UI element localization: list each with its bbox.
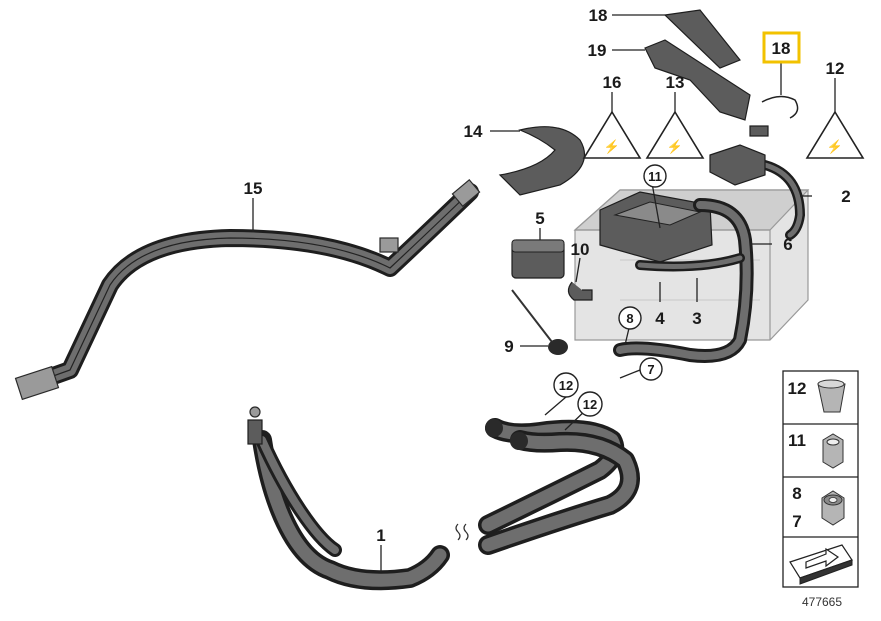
circled-callouts: 11 8 7 12 12 xyxy=(553,164,667,417)
warning-triangle-14: ⚡ xyxy=(645,110,705,159)
legend-label-11: 11 xyxy=(788,431,806,450)
callout-8: 8 xyxy=(626,311,633,326)
callout-7: 7 xyxy=(647,362,654,377)
callout-10: 10 xyxy=(571,240,590,259)
callout-3: 3 xyxy=(692,309,701,328)
highlighted-callout-18: 18 xyxy=(762,31,801,64)
clip-10 xyxy=(567,281,593,301)
leader-lines xyxy=(252,14,836,572)
callout-13: 12 xyxy=(826,59,845,78)
cable-duct-16 xyxy=(14,178,481,401)
main-cable-1 xyxy=(247,406,640,591)
callout-12b: 12 xyxy=(583,397,597,412)
callout-4: 4 xyxy=(655,309,665,328)
legend-label-8: 8 xyxy=(792,484,801,503)
diagram-reference-number: 477665 xyxy=(802,595,842,609)
clip-icon xyxy=(817,379,846,413)
arrow-sign-icon xyxy=(789,544,853,585)
callout-12a: 12 xyxy=(559,378,573,393)
callout-14: 13 xyxy=(666,73,685,92)
distributor-11 xyxy=(599,191,713,263)
callout-labels: 18 19 16 13 12 14 15 2 6 5 10 4 3 9 1 xyxy=(244,6,851,545)
svg-text:⚡: ⚡ xyxy=(604,139,620,155)
callout-19: 18 xyxy=(589,6,608,25)
cover-15 xyxy=(498,126,585,196)
warning-triangle-17: ⚡ xyxy=(582,110,642,159)
callout-20: 19 xyxy=(588,41,607,60)
callout-16: 15 xyxy=(244,179,263,198)
callout-17: 16 xyxy=(603,73,622,92)
junction-block-5 xyxy=(511,239,565,279)
warning-triangle-13: ⚡ xyxy=(805,110,865,159)
svg-text:⚡: ⚡ xyxy=(827,139,843,155)
callout-9: 9 xyxy=(504,337,513,356)
svg-text:⚡: ⚡ xyxy=(667,139,683,155)
callout-1: 1 xyxy=(376,526,385,545)
cable-6 xyxy=(613,144,805,363)
bracket-20 xyxy=(644,39,751,121)
callout-11: 11 xyxy=(648,169,662,184)
lock-nut-icon xyxy=(821,490,845,526)
legend-label-12: 12 xyxy=(788,379,807,398)
hex-nut-icon xyxy=(822,433,844,469)
grommet-9 xyxy=(511,289,568,355)
callout-5: 5 xyxy=(535,209,544,228)
bracket-19 xyxy=(663,9,741,69)
callout-15: 14 xyxy=(464,122,483,141)
legend-label-7: 7 xyxy=(792,512,801,531)
callout-18: 18 xyxy=(772,39,791,58)
callout-2: 2 xyxy=(841,187,850,206)
sensor-lead-18 xyxy=(749,95,799,137)
callout-6: 6 xyxy=(783,235,792,254)
legend-box: 12 11 8 7 xyxy=(782,370,859,588)
